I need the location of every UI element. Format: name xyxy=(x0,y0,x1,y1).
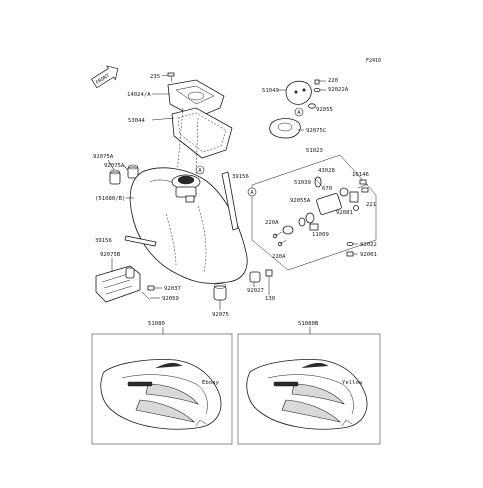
label-43028: 43028 xyxy=(318,168,335,174)
washer-92022 xyxy=(346,241,354,246)
screw-235 xyxy=(167,72,175,83)
gasket-53044 xyxy=(171,107,233,159)
label-220: 220 xyxy=(328,78,338,84)
callout-a-tank: A xyxy=(195,165,205,175)
label-39156-left: 39156 xyxy=(95,238,112,244)
variant-color-2: Yellow xyxy=(342,380,363,386)
fuel-valve-body xyxy=(272,176,369,247)
label-53044: 53044 xyxy=(128,118,145,124)
label-92075c: 92075C xyxy=(306,128,326,134)
cap-cover-51049 xyxy=(285,80,312,105)
label-51049: 51049 xyxy=(262,88,279,94)
pad-92075c xyxy=(269,118,301,139)
strip-39156-right xyxy=(221,171,239,231)
clip-92037 xyxy=(147,285,155,291)
callout-a-cap: A xyxy=(294,107,304,117)
label-92075a-2: 92075A xyxy=(104,163,125,169)
label-39156-right: 39156 xyxy=(232,174,249,180)
label-220a-2: 220A xyxy=(272,254,286,260)
svg-text:A: A xyxy=(297,110,301,116)
label-92059: 92059 xyxy=(162,296,179,302)
label-51080b-paren: (51080/B) xyxy=(95,196,125,202)
variant-frame-1: Ebony xyxy=(91,333,233,445)
label-92055a: 92055A xyxy=(290,198,311,204)
label-92022: 92022 xyxy=(360,242,377,248)
variant-frame-2: Yellow xyxy=(237,333,381,445)
svg-text:A: A xyxy=(198,168,202,174)
valve-bracket-frame xyxy=(251,154,377,271)
callout-a-valve: A xyxy=(247,187,257,197)
label-92022a: 92022A xyxy=(328,87,349,93)
label-92055: 92055 xyxy=(316,107,333,113)
damper-92075a-1 xyxy=(109,169,121,185)
washer-92022a xyxy=(313,88,321,93)
label-92027: 92027 xyxy=(247,288,264,294)
label-92081: 92081 xyxy=(336,210,353,216)
bracket-92075b xyxy=(95,265,141,303)
variant-part-1: 51080 xyxy=(148,321,165,327)
front-arrow-icon: FRONT xyxy=(90,65,119,89)
pin-92059 xyxy=(141,291,151,301)
label-92075b: 92075B xyxy=(100,252,121,258)
label-14024a: 14024/A xyxy=(127,92,151,98)
damper-92075a-2 xyxy=(127,164,139,179)
grommet-92055 xyxy=(308,103,316,109)
leader-53044 xyxy=(151,117,175,121)
label-130: 130 xyxy=(265,296,275,302)
diagram-code: F2410 xyxy=(366,58,381,64)
label-92037: 92037 xyxy=(164,286,181,292)
label-92075a-1: 92075A xyxy=(93,154,114,160)
console-cover xyxy=(167,79,225,119)
fuel-tank xyxy=(129,167,248,284)
tank-variant-yellow xyxy=(246,359,368,430)
damper-92075 xyxy=(213,283,227,301)
label-220a-1: 220A xyxy=(265,220,279,226)
variant-color-1: Ebony xyxy=(202,380,219,386)
align-line-2 xyxy=(176,107,184,176)
label-670: 670 xyxy=(322,186,332,192)
label-92001: 92001 xyxy=(360,252,377,258)
label-92075: 92075 xyxy=(212,312,229,318)
screw-220 xyxy=(314,79,320,85)
collar-92027 xyxy=(249,271,261,283)
label-51023: 51023 xyxy=(306,148,323,154)
bolt-130 xyxy=(265,269,273,286)
label-11009: 11009 xyxy=(312,232,329,238)
svg-text:A: A xyxy=(250,190,254,196)
tank-variant-ebony xyxy=(100,359,222,430)
label-16146: 16146 xyxy=(352,172,369,178)
label-235: 235 xyxy=(150,74,160,80)
label-51039: 51039 xyxy=(294,180,311,186)
strip-39156-left xyxy=(124,235,157,247)
bolt-92001 xyxy=(346,251,354,257)
align-line-1 xyxy=(195,117,199,176)
label-221: 221 xyxy=(366,202,376,208)
variant-part-2: 51080B xyxy=(298,321,319,327)
leader-235 xyxy=(161,74,169,77)
